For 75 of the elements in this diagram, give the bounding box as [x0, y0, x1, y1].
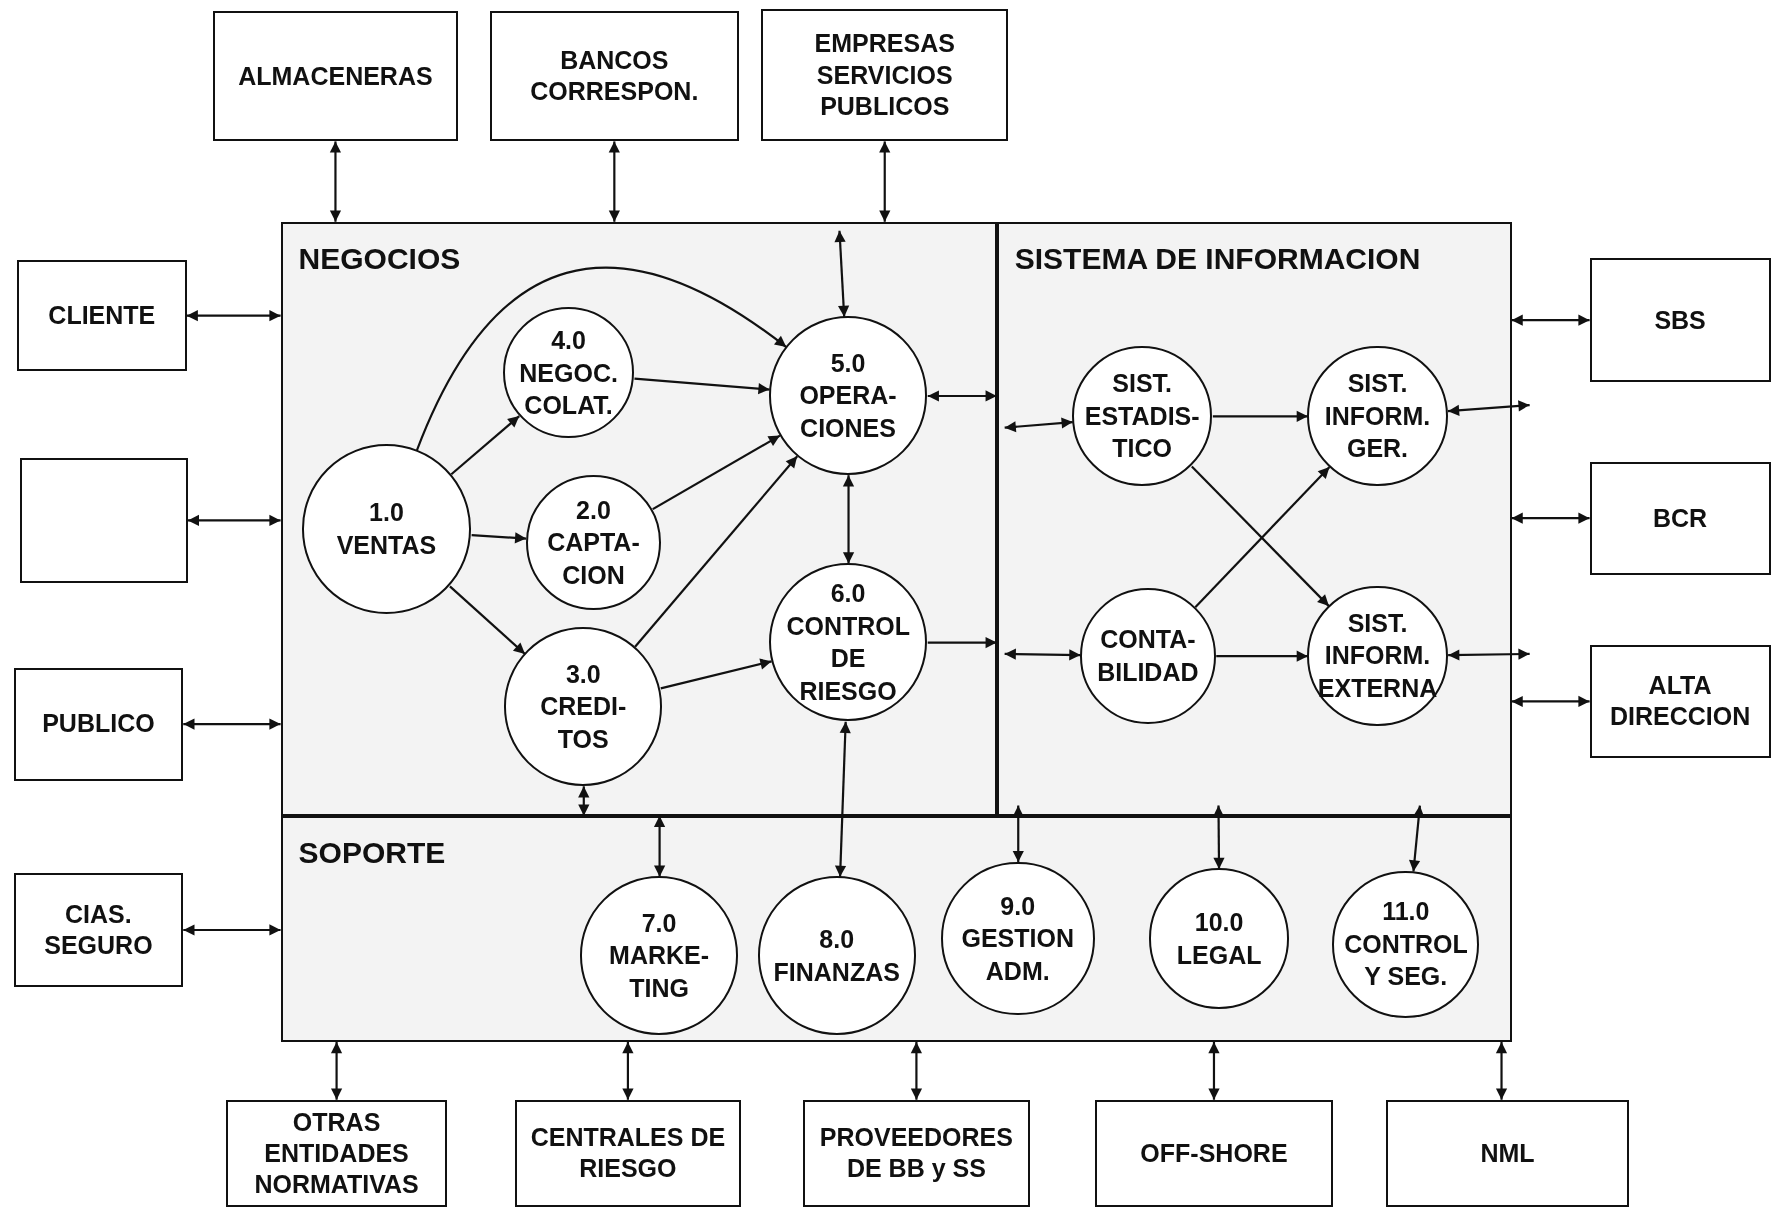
process-circle: 9.0 GESTION ADM.	[940, 861, 1095, 1016]
double-arrow	[1511, 512, 1590, 524]
double-arrow	[186, 310, 281, 322]
arrow	[415, 266, 787, 451]
process-circle: 10.0 LEGAL	[1148, 868, 1290, 1009]
entity-box	[20, 458, 188, 583]
arrow	[450, 415, 520, 476]
arrow	[634, 455, 799, 648]
process-circle: SIST. ESTADIS- TICO	[1072, 345, 1213, 486]
entity-box: BCR	[1589, 461, 1771, 575]
double-arrow	[879, 141, 891, 222]
double-arrow	[1004, 648, 1081, 661]
double-arrow	[1511, 314, 1590, 326]
process-circle: 5.0 OPERA- CIONES	[768, 316, 928, 475]
entity-box: OFF-SHORE	[1095, 1099, 1333, 1208]
entity-box: SBS	[1589, 257, 1771, 383]
double-arrow	[653, 815, 666, 877]
process-circle: 3.0 CREDI- TOS	[504, 627, 663, 786]
process-circle: 2.0 CAPTA- CION	[525, 474, 662, 611]
entity-box: PROVEEDORES DE BB y SS	[803, 1099, 1030, 1208]
double-arrow	[1409, 805, 1425, 872]
double-arrow	[330, 1042, 343, 1100]
process-circle: 4.0 NEGOC. COLAT.	[502, 307, 635, 439]
double-arrow	[1004, 417, 1073, 433]
double-arrow	[834, 230, 850, 317]
entity-box: CLIENTE	[16, 260, 187, 372]
entity-box: ALTA DIRECCION	[1589, 644, 1771, 758]
double-arrow	[1495, 1042, 1508, 1100]
region-panel	[280, 221, 997, 816]
process-circle: SIST. INFORM. EXTERNA	[1307, 585, 1448, 726]
entity-box: CIAS. SEGURO	[13, 873, 184, 987]
arrow	[1216, 650, 1308, 662]
process-circle: 11.0 CONTROL Y SEG.	[1332, 870, 1480, 1018]
double-arrow	[187, 514, 281, 527]
process-circle: 6.0 CONTROL DE RIESGO	[768, 562, 928, 722]
double-arrow	[910, 1042, 923, 1100]
double-arrow	[183, 924, 281, 936]
double-arrow	[834, 721, 851, 877]
double-arrow	[1448, 648, 1530, 661]
double-arrow	[183, 718, 281, 730]
arrow	[660, 658, 772, 690]
region-panel	[996, 221, 1512, 816]
double-arrow	[622, 1042, 634, 1100]
arrow	[449, 585, 526, 655]
entity-box: BANCOS CORRESPON.	[489, 11, 739, 142]
region-title: SISTEMA DE INFORMACION	[1014, 241, 1421, 276]
arrow	[634, 377, 770, 395]
double-arrow	[1012, 805, 1024, 863]
double-arrow	[1511, 695, 1590, 708]
arrow	[471, 532, 527, 544]
arrow	[1212, 410, 1308, 422]
region-title: NEGOCIOS	[298, 241, 461, 276]
entity-box: ALMACENERAS	[212, 11, 459, 142]
arrow	[927, 637, 997, 649]
process-circle: CONTA- BILIDAD	[1079, 587, 1216, 724]
double-arrow	[1212, 805, 1225, 869]
entity-box: NML	[1385, 1099, 1630, 1208]
entity-box: PUBLICO	[13, 667, 184, 781]
process-circle: 7.0 MARKE- TING	[579, 876, 739, 1035]
entity-box: CENTRALES DE RIESGO	[514, 1099, 742, 1208]
process-circle: SIST. INFORM. GER.	[1307, 345, 1448, 486]
region-panel	[280, 815, 1512, 1042]
double-arrow	[578, 786, 590, 816]
double-arrow	[927, 390, 997, 402]
double-arrow	[1208, 1042, 1220, 1100]
arrow	[652, 434, 781, 511]
entity-box: OTRAS ENTIDADES NORMATIVAS	[226, 1099, 447, 1208]
entity-box: EMPRESAS SERVICIOS PUBLICOS	[761, 9, 1009, 142]
double-arrow	[329, 141, 342, 222]
process-circle: 8.0 FINANZAS	[757, 876, 916, 1035]
double-arrow	[1447, 400, 1530, 416]
double-arrow	[842, 475, 855, 564]
region-title: SOPORTE	[298, 835, 446, 870]
double-arrow	[608, 141, 620, 222]
process-circle: 1.0 VENTAS	[301, 444, 472, 614]
